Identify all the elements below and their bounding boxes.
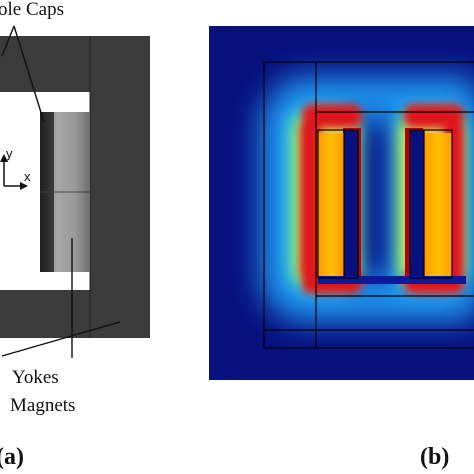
pole-caps-leader — [13, 25, 45, 123]
panel-b-label: (b) — [420, 444, 450, 470]
field-magnets — [318, 130, 466, 284]
y-axis-arrow — [0, 154, 8, 162]
right-magnet-outline — [409, 129, 453, 279]
magnet-stack — [40, 112, 90, 272]
left-magnet-field — [318, 133, 344, 276]
geometry-outlines — [263, 61, 474, 349]
x-axis-label: x — [24, 169, 31, 184]
yokes-leader — [1, 321, 121, 357]
panel-a-label: (a) — [0, 444, 24, 470]
callout-lines — [1, 25, 121, 358]
lower-gap-field — [318, 276, 466, 284]
x-axis-arrow — [20, 182, 28, 190]
right-magnet-field — [424, 133, 452, 276]
left-magnet-outline — [317, 129, 359, 279]
right-pole-cap-field — [410, 130, 424, 278]
pole-caps-label: ole Caps — [0, 0, 64, 20]
pole-caps-leader-2 — [1, 25, 15, 57]
yoke-right — [90, 36, 150, 338]
yoke-outline — [263, 61, 474, 349]
left-pole-cap-field — [344, 130, 358, 278]
coordinate-axes — [0, 154, 28, 190]
yokes-label: Yokes — [12, 367, 59, 388]
magnets-label: Magnets — [10, 395, 76, 416]
y-axis-label: y — [6, 146, 13, 161]
